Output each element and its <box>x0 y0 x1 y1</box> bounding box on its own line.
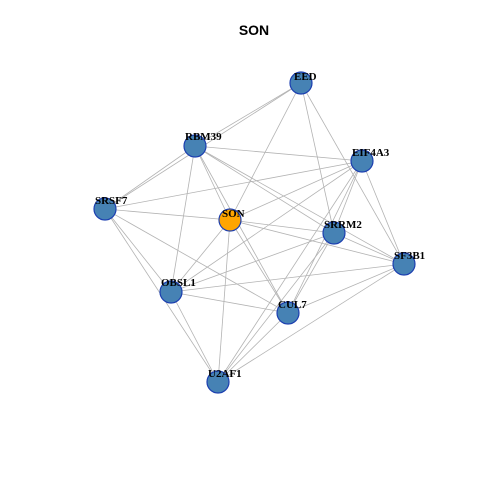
edge-sf3b1-u2af1 <box>217 263 405 383</box>
edge-srrm2-cul7 <box>287 232 335 314</box>
edge-son-srrm2 <box>229 219 335 234</box>
edge-eif4a3-u2af1 <box>217 160 363 383</box>
edge-eed-sf3b1 <box>300 82 405 265</box>
edge-sf3b1-cul7 <box>287 263 405 314</box>
edge-son-sf3b1 <box>229 219 405 265</box>
node-sf3b1[interactable] <box>392 252 416 276</box>
edge-rbm39-cul7 <box>194 145 289 314</box>
node-label-srrm2: SRRM2 <box>324 219 362 231</box>
node-layer <box>93 71 416 394</box>
edge-srrm2-sf3b1 <box>333 232 405 265</box>
edge-rbm39-srsf7 <box>104 145 196 210</box>
edge-eed-rbm39 <box>194 82 302 147</box>
edge-srrm2-obsl1 <box>170 232 335 293</box>
edge-rbm39-eif4a3 <box>194 145 363 162</box>
edge-cul7-u2af1 <box>217 312 289 383</box>
node-label-eed: EED <box>294 71 317 83</box>
edge-sf3b1-obsl1 <box>170 263 405 293</box>
node-cul7[interactable] <box>276 301 300 325</box>
edge-son-obsl1 <box>170 219 231 293</box>
node-u2af1[interactable] <box>206 370 230 394</box>
edge-rbm39-srrm2 <box>194 145 335 234</box>
node-label-obsl1: OBSL1 <box>161 277 196 289</box>
node-label-eif4a3: EIF4A3 <box>352 147 390 159</box>
edge-layer <box>104 82 405 383</box>
node-eif4a3[interactable] <box>350 149 374 173</box>
edge-eif4a3-sf3b1 <box>361 160 405 265</box>
edge-rbm39-obsl1 <box>170 145 196 293</box>
edge-obsl1-u2af1 <box>170 291 219 383</box>
edge-eif4a3-obsl1 <box>170 160 363 293</box>
node-label-srsf7: SRSF7 <box>95 195 128 207</box>
edge-eif4a3-son <box>229 160 363 221</box>
node-srsf7[interactable] <box>93 197 117 221</box>
node-label-cul7: CUL7 <box>278 299 307 311</box>
edge-srsf7-son <box>104 208 231 221</box>
edge-son-cul7 <box>229 219 289 314</box>
edge-srsf7-obsl1 <box>104 208 172 293</box>
edge-obsl1-cul7 <box>170 291 289 314</box>
node-son[interactable] <box>218 208 242 232</box>
node-srrm2[interactable] <box>322 221 346 245</box>
edge-rbm39-sf3b1 <box>194 145 405 265</box>
edge-srrm2-u2af1 <box>217 232 335 383</box>
edge-rbm39-son <box>194 145 231 221</box>
node-label-sf3b1: SF3B1 <box>394 250 425 262</box>
edge-son-u2af1 <box>217 219 231 383</box>
graph-title: SON <box>239 22 269 38</box>
node-eed[interactable] <box>289 71 313 95</box>
edge-eif4a3-srrm2 <box>333 160 363 234</box>
edge-eed-srrm2 <box>300 82 335 234</box>
node-label-son: SON <box>222 208 245 220</box>
node-label-u2af1: U2AF1 <box>208 368 242 380</box>
node-rbm39[interactable] <box>183 134 207 158</box>
node-label-rbm39: RBM39 <box>185 131 222 143</box>
node-obsl1[interactable] <box>159 280 183 304</box>
edge-eif4a3-srsf7 <box>104 160 363 210</box>
edge-eed-son <box>229 82 302 221</box>
